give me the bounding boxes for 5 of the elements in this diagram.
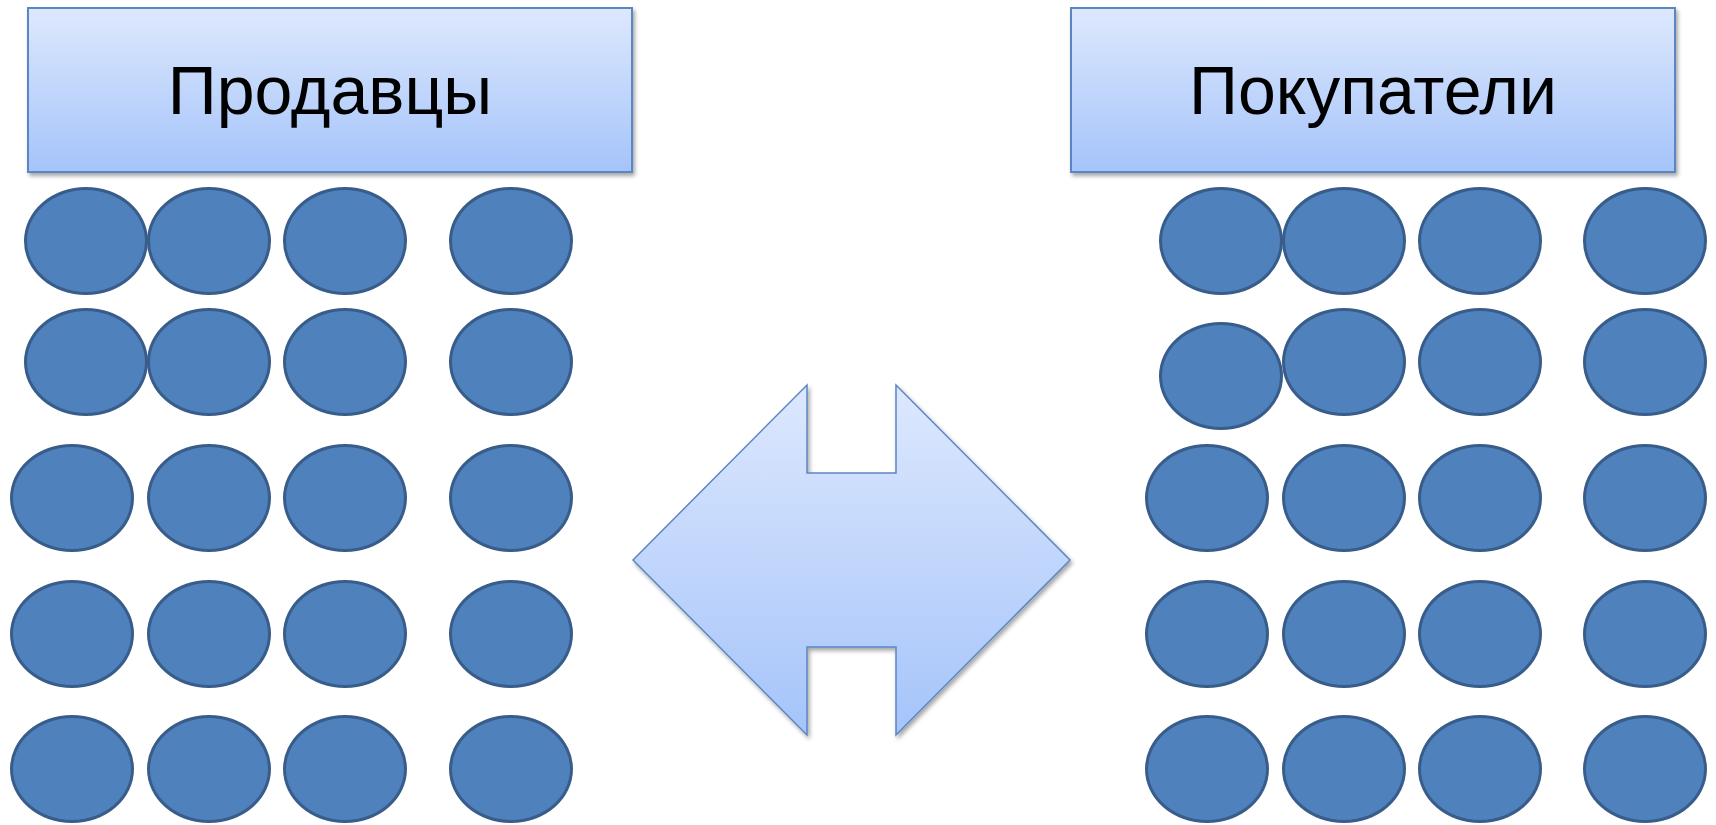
double-block-arrow [631, 383, 1072, 737]
header-box [1070, 7, 1676, 173]
header-box [27, 7, 633, 173]
header-text: Покупатели [1189, 51, 1557, 129]
header-text: Продавцы [167, 51, 493, 129]
